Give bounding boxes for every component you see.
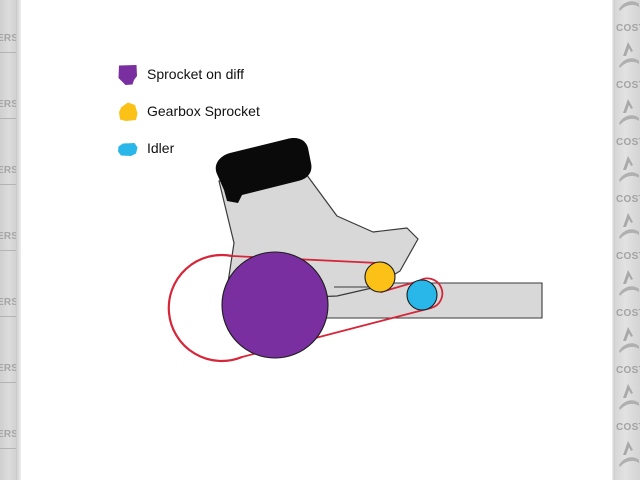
edge-left-row: ERS. — [0, 0, 16, 53]
edge-left-row: ERS. — [0, 448, 16, 480]
edge-left-text: ERS. — [0, 429, 16, 440]
page-gutter-right — [612, 0, 615, 480]
page-face-right — [615, 0, 640, 480]
edge-left-text: ERS. — [0, 165, 16, 176]
mountain-logo-icon — [619, 384, 639, 410]
idler-sprocket — [406, 279, 438, 311]
purple-blob-swatch-icon — [118, 65, 137, 85]
legend-label-gearbox-sprocket: Gearbox Sprocket — [147, 103, 260, 119]
edge-right-row: COST — [616, 35, 640, 95]
edge-left-row: ERS. — [0, 52, 16, 119]
edge-right-text: COST — [616, 80, 640, 91]
page-face-left — [0, 0, 16, 480]
edge-left-row: ERS. — [0, 118, 16, 185]
chain-idler-wrap — [418, 277, 444, 309]
edge-left-row: ERS. — [0, 184, 16, 251]
legend-label-sprocket-on-diff: Sprocket on diff — [147, 66, 245, 82]
chain-diff-wrap — [167, 253, 243, 363]
edge-right-row: COST — [616, 434, 640, 480]
edge-right-row: COST — [616, 263, 640, 323]
yellow-blob-swatch-icon — [119, 102, 138, 121]
edge-left-text: ERS. — [0, 231, 16, 242]
edge-left-row: ERS. — [0, 316, 16, 383]
scanned-page-edge-right: COSTCOSTCOSTCOSTCOSTCOSTCOSTCOSTCOST — [612, 0, 640, 480]
edge-left-row: ERS. — [0, 250, 16, 317]
edge-right-row: COST — [616, 0, 640, 38]
edge-right-text: COST — [616, 251, 640, 262]
edge-left-text: ERS. — [0, 297, 16, 308]
sprocket-on-diff — [221, 251, 329, 359]
edge-right-row: COST — [616, 206, 640, 266]
black-shock-blob — [215, 138, 312, 203]
edge-right-row: COST — [616, 320, 640, 380]
mountain-logo-icon — [619, 42, 639, 68]
mountain-logo-icon — [619, 1, 639, 11]
mountain-logo-icon — [619, 327, 639, 353]
edge-right-row: COST — [616, 377, 640, 437]
edge-right-text: COST — [616, 422, 640, 433]
edge-left-row: ERS. — [0, 382, 16, 449]
edge-right-text: COST — [616, 23, 640, 34]
edge-left-text: ERS. — [0, 363, 16, 374]
edge-left-text: ERS. — [0, 33, 16, 44]
edge-right-text: COST — [616, 194, 640, 205]
mountain-logo-icon — [619, 270, 639, 296]
edge-right-text: COST — [616, 365, 640, 376]
edge-right-row: COST — [616, 92, 640, 152]
edge-right-row: COST — [616, 149, 640, 209]
mountain-logo-icon — [619, 213, 639, 239]
legend-label-idler: Idler — [147, 140, 175, 156]
cyan-blob-swatch-icon — [118, 143, 138, 156]
gearbox-sprocket — [364, 261, 396, 293]
mountain-logo-icon — [619, 156, 639, 182]
drawing-canvas: Sprocket on diff Gearbox Sprocket Idler — [21, 0, 612, 480]
page-gutter-left — [16, 0, 21, 480]
edge-left-text: ERS. — [0, 99, 16, 110]
scanned-page-edge-left: ERS. ERS. ERS. ERS. ERS. ERS. ERS. ERS. — [0, 0, 21, 480]
mountain-logo-icon — [619, 99, 639, 125]
edge-right-text: COST — [616, 137, 640, 148]
chain-drive-diagram — [167, 138, 543, 363]
edge-right-text: COST — [616, 308, 640, 319]
mountain-logo-icon — [619, 441, 639, 467]
